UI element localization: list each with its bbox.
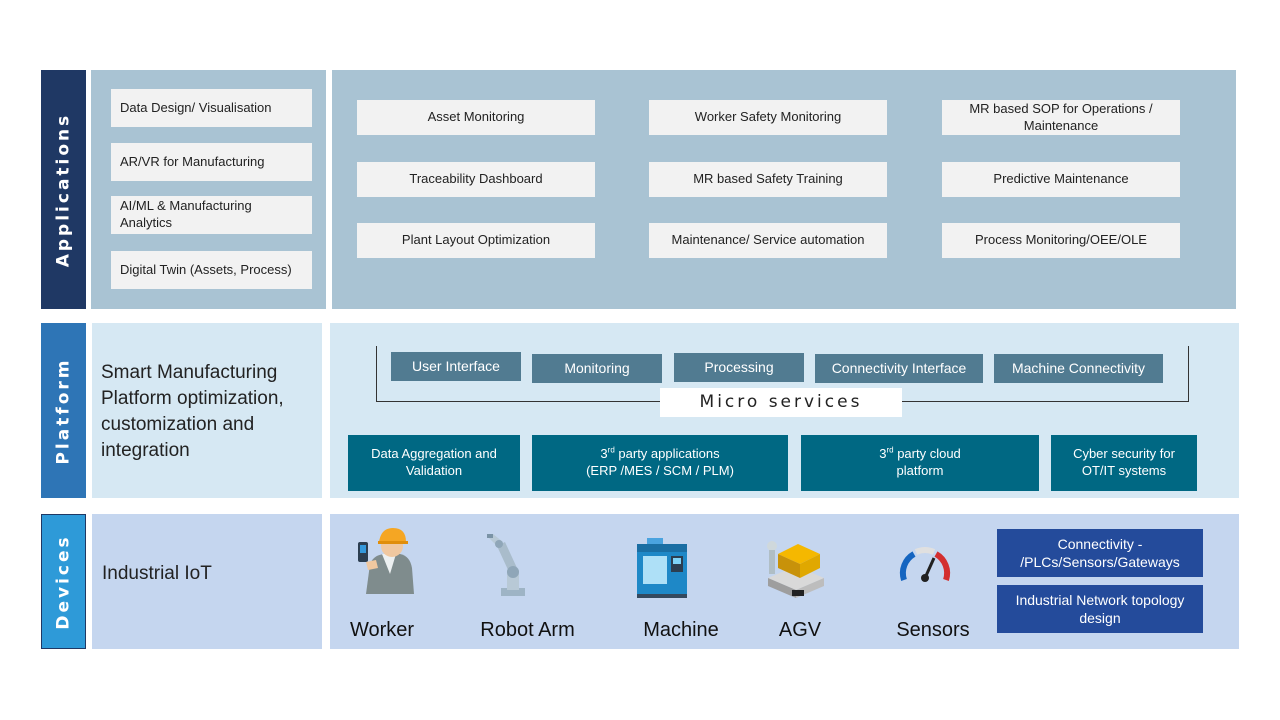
microservices-label: Micro services bbox=[660, 388, 902, 417]
app-grid-item-label: MR based Safety Training bbox=[693, 171, 843, 187]
cyber-security-label: Cyber security for OT/IT systems bbox=[1073, 446, 1175, 478]
app-left-item: AR/VR for Manufacturing bbox=[111, 143, 312, 181]
device-label-worker: Worker bbox=[349, 619, 415, 641]
devices-label-text: Devices bbox=[53, 533, 74, 630]
microservice-item: Processing bbox=[674, 353, 804, 382]
app-grid-item-label: MR based SOP for Operations / Maintenanc… bbox=[969, 100, 1153, 133]
app-grid-item: Worker Safety Monitoring bbox=[649, 100, 887, 135]
third-party-cloud-line1: 3rd party cloud bbox=[879, 446, 961, 463]
network-topology-label: Industrial Network topology design bbox=[1015, 591, 1185, 626]
microservice-item-label: User Interface bbox=[412, 358, 500, 375]
third-party-cloud-text: party cloud bbox=[897, 446, 961, 462]
cyber-security-box: Cyber security for OT/IT systems bbox=[1051, 435, 1197, 491]
app-grid-item-label: Worker Safety Monitoring bbox=[694, 109, 842, 125]
app-grid-item-label: Asset Monitoring bbox=[427, 109, 525, 125]
third-party-apps-text: party applications bbox=[618, 446, 720, 462]
robot-arm-icon bbox=[487, 534, 525, 596]
app-grid-item: Process Monitoring/OEE/OLE bbox=[942, 223, 1180, 258]
microservice-item: Machine Connectivity bbox=[994, 354, 1163, 383]
data-aggregation-label: Data Aggregation and Validation bbox=[371, 446, 497, 478]
ordinal-number: 3 bbox=[879, 446, 887, 462]
microservice-item: Connectivity Interface bbox=[815, 354, 983, 383]
app-left-item-label: Data Design/ Visualisation bbox=[120, 99, 272, 115]
app-grid-item: Plant Layout Optimization bbox=[357, 223, 595, 258]
app-grid-item: Predictive Maintenance bbox=[942, 162, 1180, 197]
devices-label: Devices bbox=[41, 514, 86, 649]
app-left-item: AI/ML & Manufacturing Analytics bbox=[111, 196, 312, 234]
ordinal-suffix: rd bbox=[886, 445, 894, 455]
app-grid-item: Maintenance/ Service automation bbox=[649, 223, 887, 258]
app-left-item-label: Digital Twin (Assets, Process) bbox=[120, 261, 292, 277]
microservice-item: User Interface bbox=[391, 352, 521, 381]
app-grid-item-label: Traceability Dashboard bbox=[409, 171, 543, 187]
third-party-apps-box: 3rd party applications (ERP /MES / SCM /… bbox=[532, 435, 788, 491]
ordinal-number: 3 bbox=[600, 446, 608, 462]
network-topology-box: Industrial Network topology design bbox=[997, 585, 1203, 633]
devices-left-panel bbox=[92, 514, 322, 649]
platform-left-panel bbox=[92, 323, 322, 498]
app-grid-item: Asset Monitoring bbox=[357, 100, 595, 135]
app-left-item: Data Design/ Visualisation bbox=[111, 89, 312, 127]
app-grid-item: Traceability Dashboard bbox=[357, 162, 595, 197]
device-label-machine: Machine bbox=[643, 619, 719, 641]
app-grid-item-label: Plant Layout Optimization bbox=[401, 232, 551, 248]
microservice-item-label: Processing bbox=[704, 359, 774, 376]
machine-icon bbox=[637, 538, 687, 598]
microservice-item: Monitoring bbox=[532, 354, 662, 383]
platform-label: Platform bbox=[41, 323, 86, 498]
microservice-item-label: Monitoring bbox=[564, 360, 630, 377]
devices-description: Industrial IoT bbox=[102, 563, 212, 584]
third-party-cloud-line2: platform bbox=[896, 463, 944, 478]
app-left-item: Digital Twin (Assets, Process) bbox=[111, 251, 312, 289]
platform-description: Smart Manufacturing Platform optimizatio… bbox=[101, 362, 284, 462]
third-party-cloud-box: 3rd party cloud platform bbox=[801, 435, 1039, 491]
device-label-robot-arm: Robot Arm bbox=[480, 619, 575, 641]
connectivity-label: Connectivity - /PLCs/Sensors/Gateways bbox=[1020, 535, 1180, 570]
microservice-item-label: Machine Connectivity bbox=[1011, 360, 1146, 377]
third-party-apps-line1: 3rd party applications bbox=[600, 446, 719, 463]
app-grid-item: MR based Safety Training bbox=[649, 162, 887, 197]
device-label-sensors: Sensors bbox=[896, 619, 970, 641]
app-left-item-label: AR/VR for Manufacturing bbox=[120, 153, 265, 169]
data-aggregation-box: Data Aggregation and Validation bbox=[348, 435, 520, 491]
ordinal-suffix: rd bbox=[607, 445, 615, 455]
third-party-apps-line2: (ERP /MES / SCM / PLM) bbox=[586, 463, 734, 478]
app-grid-item-label: Predictive Maintenance bbox=[993, 171, 1129, 187]
sensor-gauge-icon bbox=[899, 547, 951, 582]
connectivity-box: Connectivity - /PLCs/Sensors/Gateways bbox=[997, 529, 1203, 577]
applications-label-text: Applications bbox=[53, 112, 74, 267]
microservices-label-text: Micro services bbox=[699, 392, 863, 413]
applications-label: Applications bbox=[41, 70, 86, 309]
app-grid-item-label: Maintenance/ Service automation bbox=[671, 232, 865, 248]
worker-icon bbox=[358, 528, 414, 594]
microservice-item-label: Connectivity Interface bbox=[831, 360, 967, 377]
app-grid-item-label: Process Monitoring/OEE/OLE bbox=[975, 232, 1147, 248]
app-grid-item: MR based SOP for Operations / Maintenanc… bbox=[942, 100, 1180, 135]
device-label-agv: AGV bbox=[778, 619, 822, 641]
agv-icon bbox=[767, 541, 824, 598]
platform-label-text: Platform bbox=[53, 356, 74, 465]
app-left-item-label: AI/ML & Manufacturing Analytics bbox=[120, 198, 252, 230]
